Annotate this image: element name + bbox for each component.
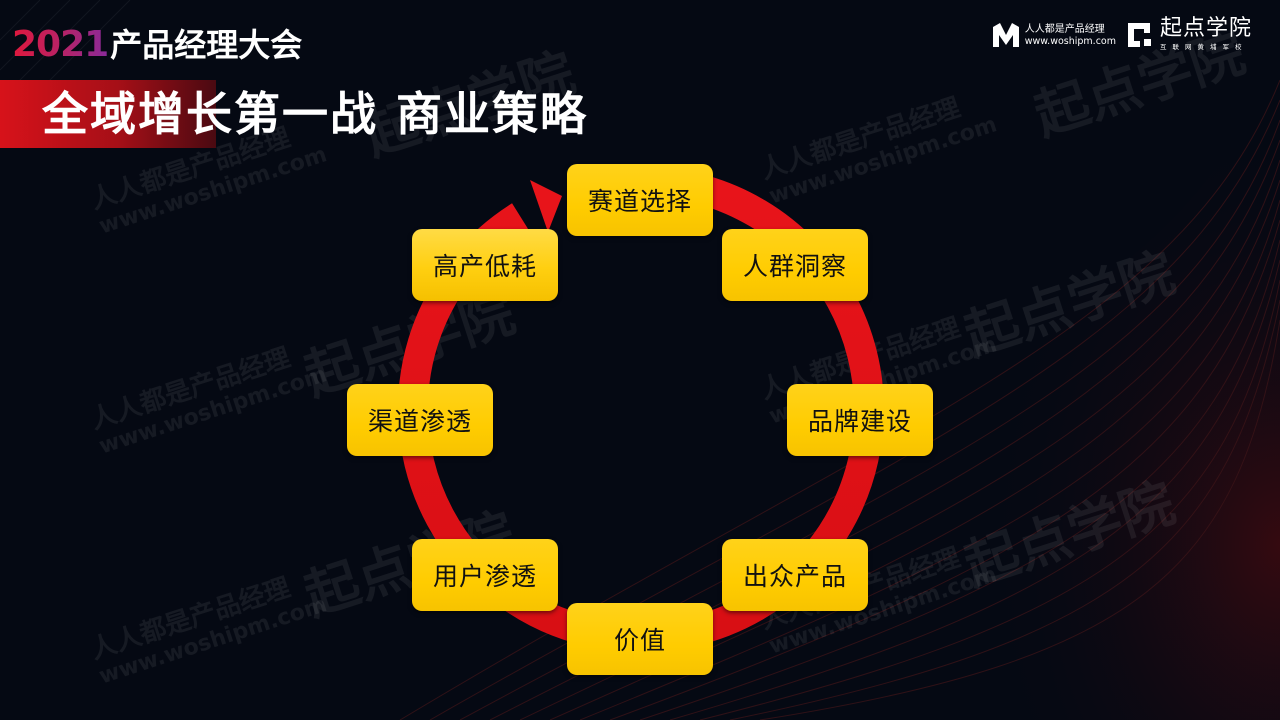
title-accent-band <box>0 80 216 148</box>
node-label: 赛道选择 <box>587 187 692 216</box>
m-logo-icon <box>992 23 1019 47</box>
qidian-subtitle: 互联网黄埔军校 <box>1159 43 1248 51</box>
cycle-node-brand-building: 品牌建设 <box>787 384 933 456</box>
page-title: 全域增长第一战 商业策略 <box>42 87 589 141</box>
node-label: 品牌建设 <box>807 407 912 436</box>
cycle-node-user-penetration: 用户渗透 <box>412 539 558 611</box>
node-label: 渠道渗透 <box>367 407 472 436</box>
qd-square-logo-icon <box>1127 23 1151 47</box>
cycle-node-audience-insight: 人群洞察 <box>722 229 868 301</box>
cycle-node-outstanding-product: 出众产品 <box>722 539 868 611</box>
node-label: 出众产品 <box>742 562 847 591</box>
conference-title: 2021 产品经理大会 <box>12 20 302 65</box>
node-label: 人群洞察 <box>742 252 847 281</box>
conference-name: 产品经理大会 <box>110 26 303 64</box>
conference-year: 2021 <box>12 24 109 65</box>
partner-logos: 人人都是产品经理 www.woshipm.com 起点学院 互联网黄埔军校 <box>991 18 1252 52</box>
cycle-node-high-output-low-cost: 高产低耗 <box>412 229 558 301</box>
woshipm-url: www.woshipm.com <box>1024 35 1116 47</box>
qidian-logo: 起点学院 互联网黄埔军校 <box>1126 18 1252 52</box>
node-label: 价值 <box>613 626 666 655</box>
woshipm-logo: 人人都是产品经理 www.woshipm.com <box>991 21 1116 49</box>
cycle-node-value: 价值 <box>567 603 713 675</box>
woshipm-name: 人人都是产品经理 <box>1024 23 1105 35</box>
node-label: 高产低耗 <box>432 252 537 281</box>
node-label: 用户渗透 <box>432 562 537 591</box>
qidian-name: 起点学院 <box>1159 16 1252 41</box>
cycle-node-track-selection: 赛道选择 <box>567 164 713 236</box>
cycle-node-channel-penetration: 渠道渗透 <box>347 384 493 456</box>
